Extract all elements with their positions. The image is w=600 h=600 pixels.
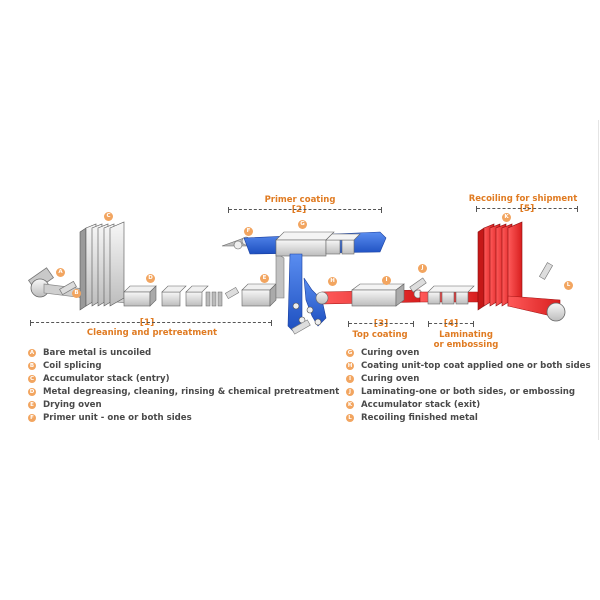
legend-item-k: K Accumulator stack (exit): [346, 398, 591, 411]
legend-text: Drying oven: [43, 399, 102, 410]
legend-text: Curing oven: [361, 373, 420, 384]
step-marker-icon: K: [346, 400, 354, 409]
diagram-marker-f: F: [244, 227, 253, 236]
section-2-number: [2]: [291, 205, 307, 215]
diagram-marker-i: I: [382, 276, 391, 285]
topcoat-loop: [303, 277, 327, 327]
step-marker-icon: D: [28, 387, 36, 396]
diagram-marker-l: L: [564, 281, 573, 290]
diagram-marker-b: B: [72, 289, 81, 298]
accumulator-stack-entry: [79, 221, 125, 311]
section-4-title: Laminating or embossing: [433, 330, 499, 350]
curing-oven-primer: [275, 231, 361, 257]
legend-text: Coating unit-top coat applied one or bot…: [361, 360, 591, 371]
step-marker-icon: J: [346, 387, 354, 396]
legend-text: Accumulator stack (entry): [43, 373, 170, 384]
section-5-title: Recoiling for shipment: [468, 194, 578, 204]
legend-item-g: G Curing oven: [346, 346, 591, 359]
step-marker-icon: C: [28, 374, 36, 383]
section-3-number: [3]: [373, 319, 389, 329]
section-3-bracket: [348, 321, 414, 327]
section-1-bracket: [30, 320, 272, 326]
recoiler: [538, 262, 566, 322]
step-marker-icon: E: [28, 400, 36, 409]
step-marker-icon: A: [28, 348, 36, 357]
step-marker-icon: F: [28, 413, 36, 422]
step-marker-icon: I: [346, 374, 354, 383]
curing-oven-topcoat: [351, 283, 405, 307]
step-marker-icon: G: [346, 348, 354, 357]
legend-text: Curing oven: [361, 347, 420, 358]
diagram-marker-a: A: [56, 268, 65, 277]
diagram-marker-h: H: [328, 277, 337, 286]
legend-item-c: C Accumulator stack (entry): [28, 372, 339, 385]
section-5-bracket: [476, 206, 578, 212]
legend-item-j: J Laminating-one or both sides, or emboss…: [346, 385, 591, 398]
section-3-title: Top coating: [352, 330, 408, 340]
legend-item-h: H Coating unit-top coat applied one or bo…: [346, 359, 591, 372]
section-1-title: Cleaning and pretreatment: [86, 328, 218, 338]
diagram-marker-c: C: [104, 212, 113, 221]
legend-text: Metal degreasing, cleaning, rinsing & ch…: [43, 386, 340, 397]
cleaning-tanks: [123, 285, 240, 307]
diagram-marker-e: E: [260, 274, 269, 283]
section-1-number: [1]: [139, 318, 155, 328]
legend-text: Accumulator stack (exit): [361, 399, 481, 410]
section-5-number: [5]: [519, 204, 535, 214]
topcoat-coater: [291, 302, 322, 335]
legend-item-e: E Drying oven: [28, 398, 339, 411]
diagram-marker-j: J: [418, 264, 427, 273]
legend-text: Primer unit - one or both sides: [43, 412, 192, 423]
laminating-units: [427, 285, 475, 305]
legend-item-b: B Coil splicing: [28, 359, 339, 372]
legend-text: Bare metal is uncoiled: [43, 347, 152, 358]
coil-splicer: [59, 280, 77, 296]
accumulator-stack-exit: [477, 221, 523, 311]
step-marker-icon: L: [346, 413, 354, 422]
step-marker-icon: H: [346, 361, 354, 370]
diagram-marker-d: D: [146, 274, 155, 283]
legend-item-f: F Primer unit - one or both sides: [28, 411, 339, 424]
section-4-number: [4]: [443, 319, 459, 329]
strip-riser: [275, 253, 285, 299]
section-2-bracket: [228, 207, 382, 213]
legend-item-l: L Recoiling finished metal: [346, 411, 591, 424]
legend-text: Laminating-one or both sides, or embossi…: [361, 386, 576, 397]
legend-item-i: I Curing oven: [346, 372, 591, 385]
legend-text: Coil splicing: [43, 360, 102, 371]
diagram-marker-k: K: [502, 213, 511, 222]
step-marker-icon: B: [28, 361, 36, 370]
legend-item-a: A Bare metal is uncoiled: [28, 346, 339, 359]
topcoat-roll: [315, 291, 329, 305]
drying-oven: [241, 283, 277, 307]
legend-text: Recoiling finished metal: [361, 412, 478, 423]
section-2-title: Primer coating: [264, 195, 336, 205]
section-4-bracket: [428, 321, 474, 327]
legend-item-d: D Metal degreasing, cleaning, rinsing & c…: [28, 385, 339, 398]
frame-edge: [598, 120, 599, 440]
diagram-marker-g: G: [298, 220, 307, 229]
